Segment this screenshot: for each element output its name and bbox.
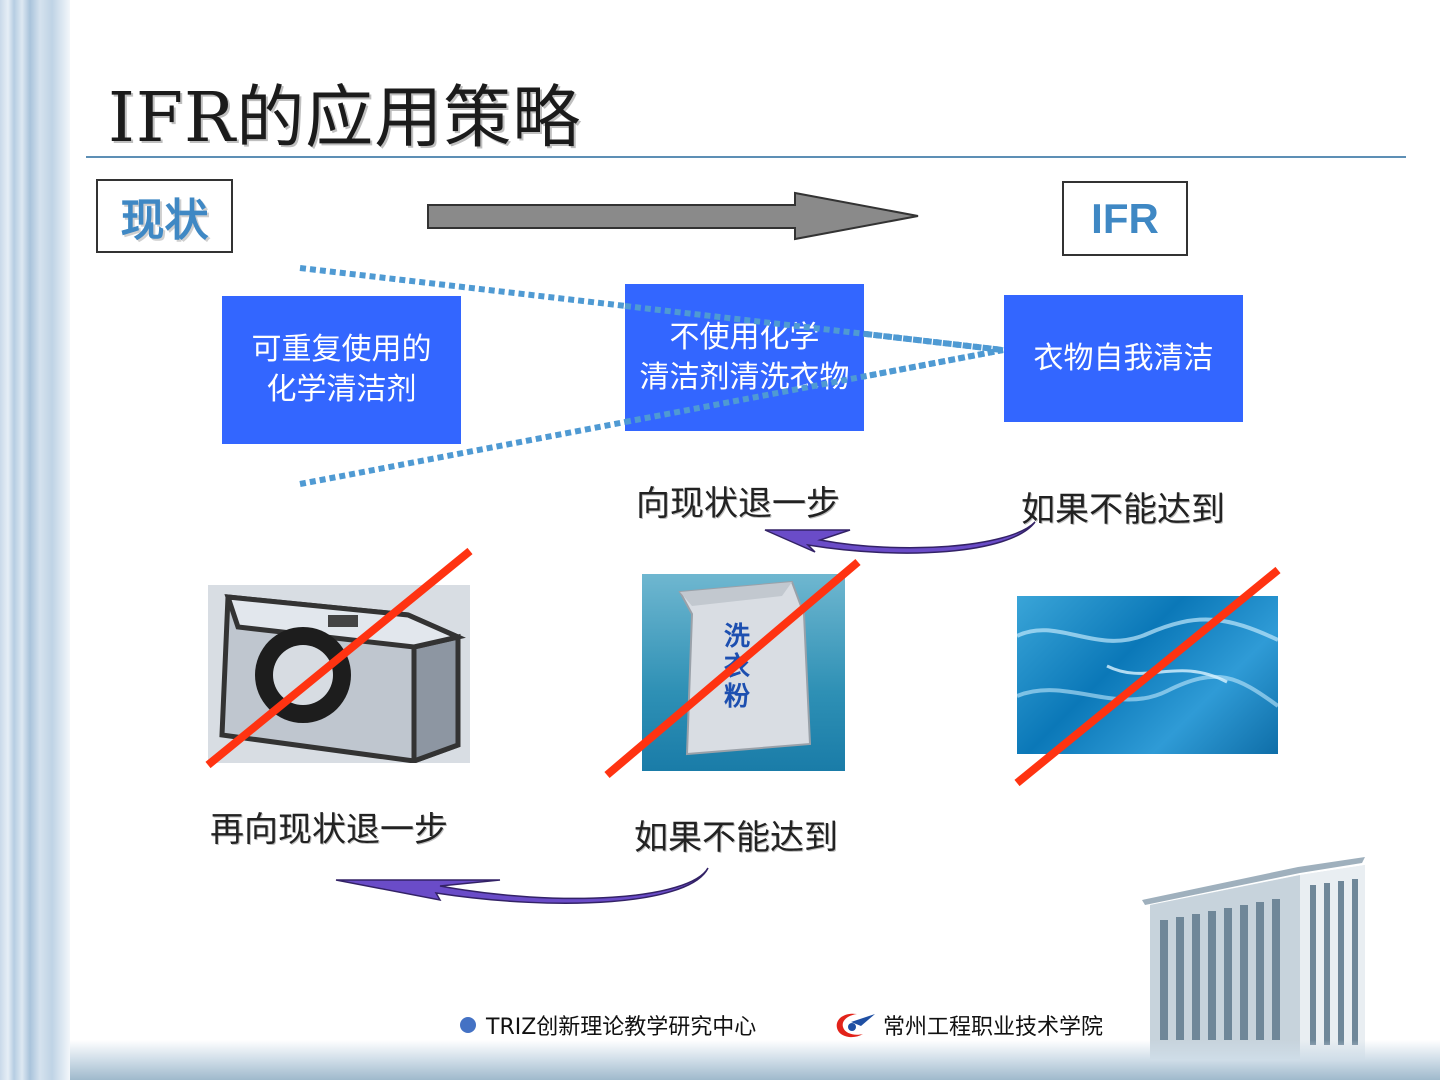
bullet-dot-icon xyxy=(460,1017,476,1033)
curved-arrow-bottom-icon xyxy=(335,867,709,904)
washing-machine-icon xyxy=(219,594,466,763)
water-ripple-icon xyxy=(1017,617,1278,708)
progress-arrow-icon xyxy=(427,191,919,241)
bottom-decor-band xyxy=(70,1040,1440,1080)
status-label-box: 现状 xyxy=(96,179,233,253)
footer-college-name: 常州工程职业技术学院 xyxy=(883,1015,1104,1040)
self-cleaning-box: 衣物自我清洁 xyxy=(1004,295,1243,422)
curved-arrow-top-icon xyxy=(764,521,1036,554)
ifr-label-box: IFR xyxy=(1062,181,1188,256)
no-chemical-box: 不使用化学 清洁剂清洗衣物 xyxy=(625,284,864,431)
box2-line2: 清洁剂清洗衣物 xyxy=(639,359,850,395)
left-decor-stripes xyxy=(0,0,70,1080)
footer-center: TRIZ创新理论教学研究中心 xyxy=(460,1009,756,1041)
water-surface-image xyxy=(1017,596,1278,754)
box1-line1: 可重复使用的 xyxy=(251,332,432,367)
footer-center-name: TRIZ创新理论教学研究中心 xyxy=(486,1015,757,1040)
footer-college: 常州工程职业技术学院 xyxy=(833,1009,1103,1041)
box3-line1: 衣物自我清洁 xyxy=(1033,340,1214,376)
caption-step-back: 向现状退一步 xyxy=(636,484,840,524)
college-logo-icon xyxy=(836,1013,875,1038)
detergent-bag-image: 洗衣粉 xyxy=(642,574,845,771)
ifr-label: IFR xyxy=(1091,194,1159,242)
campus-building-image xyxy=(1142,857,1365,1075)
washing-machine-image xyxy=(208,585,470,763)
reusable-cleaner-box: 可重复使用的 化学清洁剂 xyxy=(222,296,461,444)
bag-text: 洗衣粉 xyxy=(724,622,751,712)
caption-if-not-reach-bottom: 如果不能达到 xyxy=(634,818,838,858)
slide-title: IFR的应用策略 xyxy=(108,79,582,158)
caption-step-back-again: 再向现状退一步 xyxy=(210,810,448,850)
status-label: 现状 xyxy=(120,195,209,246)
box1-line2: 化学清洁剂 xyxy=(266,372,417,407)
caption-if-not-reach-top: 如果不能达到 xyxy=(1021,490,1225,530)
title-divider xyxy=(86,156,1406,158)
box2-line1: 不使用化学 xyxy=(669,319,820,355)
